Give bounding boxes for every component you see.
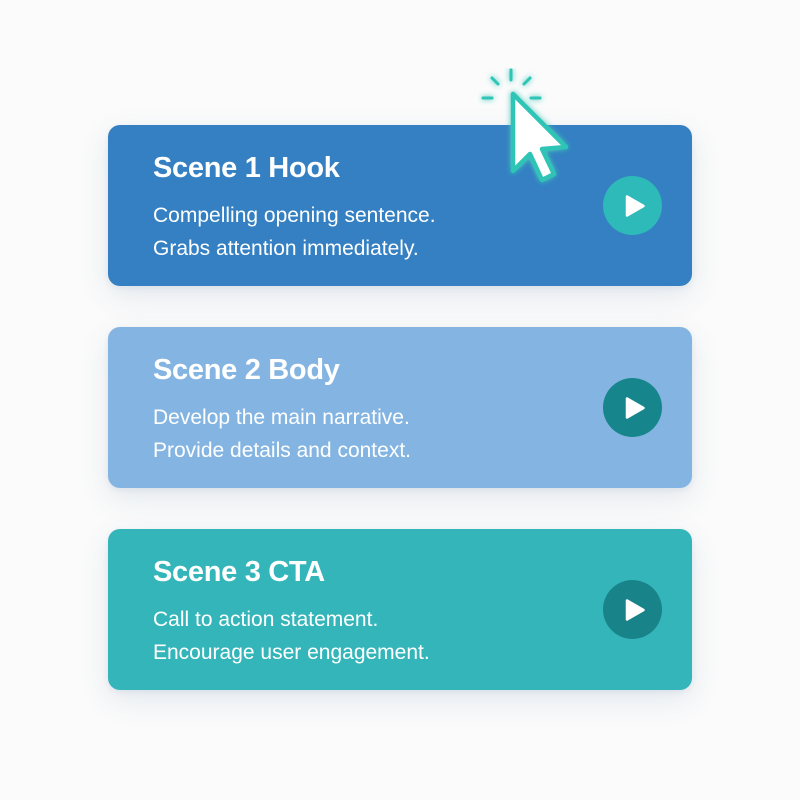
scene-card-cta[interactable]: Scene 3 CTA Call to action statement. En…	[108, 529, 692, 690]
play-button-body[interactable]	[603, 378, 662, 437]
play-button-hook[interactable]	[603, 176, 662, 235]
scene-description-line: Compelling opening sentence.	[153, 204, 436, 227]
scene-description-line: Develop the main narrative.	[153, 406, 410, 429]
scene-title: Scene 2 Body	[153, 354, 340, 386]
scene-description-line: Grabs attention immediately.	[153, 237, 419, 260]
scene-title: Scene 3 CTA	[153, 556, 325, 588]
scene-description: Develop the main narrative. Provide deta…	[153, 401, 692, 467]
scene-description-line: Encourage user engagement.	[153, 641, 430, 664]
scene-description: Call to action statement. Encourage user…	[153, 603, 692, 669]
scene-description-line: Call to action statement.	[153, 608, 379, 631]
scene-card-body[interactable]: Scene 2 Body Develop the main narrative.…	[108, 327, 692, 488]
click-burst-icon	[481, 68, 542, 100]
play-icon	[625, 396, 645, 419]
scene-card-hook[interactable]: Scene 1 Hook Compelling opening sentence…	[108, 125, 692, 286]
play-button-cta[interactable]	[603, 580, 662, 639]
scene-title: Scene 1 Hook	[153, 152, 340, 184]
scene-description-line: Provide details and context.	[153, 439, 411, 462]
scene-description: Compelling opening sentence. Grabs atten…	[153, 199, 692, 265]
play-icon	[625, 194, 645, 217]
play-icon	[625, 598, 645, 621]
